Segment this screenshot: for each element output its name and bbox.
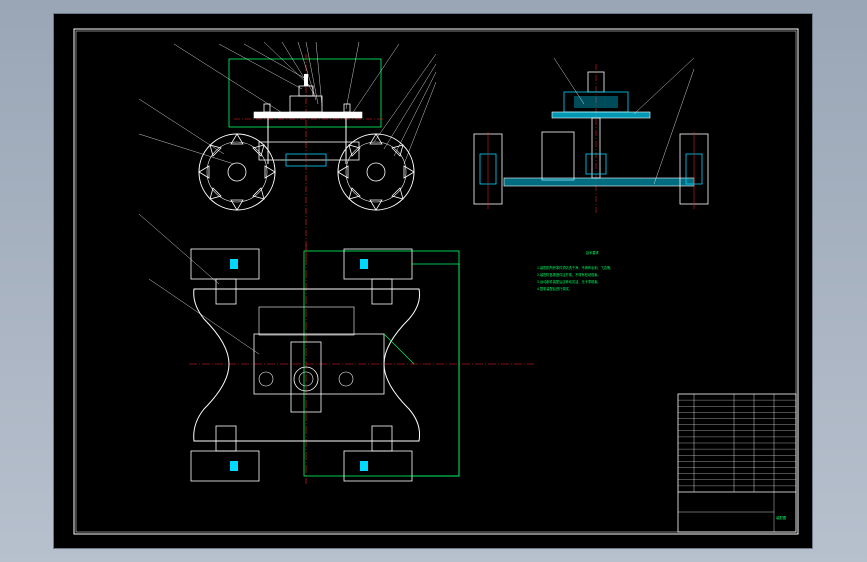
notes-line-1: 1.装配前所有零件须清洗干净，不得有毛刺、飞边等。 — [537, 265, 613, 270]
drawing-title: 装配图 — [776, 515, 787, 520]
notes-line-4: 4.整机装配后进行调试。 — [537, 286, 572, 291]
outer-frame — [73, 28, 799, 535]
notes-line-2: 2.装配时各紧固件应拧紧，不得有松动现象。 — [537, 272, 601, 277]
front-view — [138, 41, 437, 264]
notes-heading: 技术要求 — [586, 250, 600, 255]
notes-line-3: 3.运动部件装配后应转动灵活，无卡滞现象。 — [537, 279, 601, 284]
drawing-sheet: 技术要求 1.装配前所有零件须清洗干净，不得有毛刺、飞边等。 2.装配时各紧固件… — [53, 13, 813, 549]
cad-drawing: 技术要求 1.装配前所有零件须清洗干净，不得有毛刺、飞边等。 2.装配时各紧固件… — [73, 28, 799, 535]
inner-frame — [75, 30, 797, 533]
top-view — [138, 213, 534, 484]
title-block: 装配图 — [677, 393, 797, 533]
side-view — [473, 57, 709, 214]
technical-notes: 技术要求 1.装配前所有零件须清洗干净，不得有毛刺、飞边等。 2.装配时各紧固件… — [537, 250, 613, 291]
